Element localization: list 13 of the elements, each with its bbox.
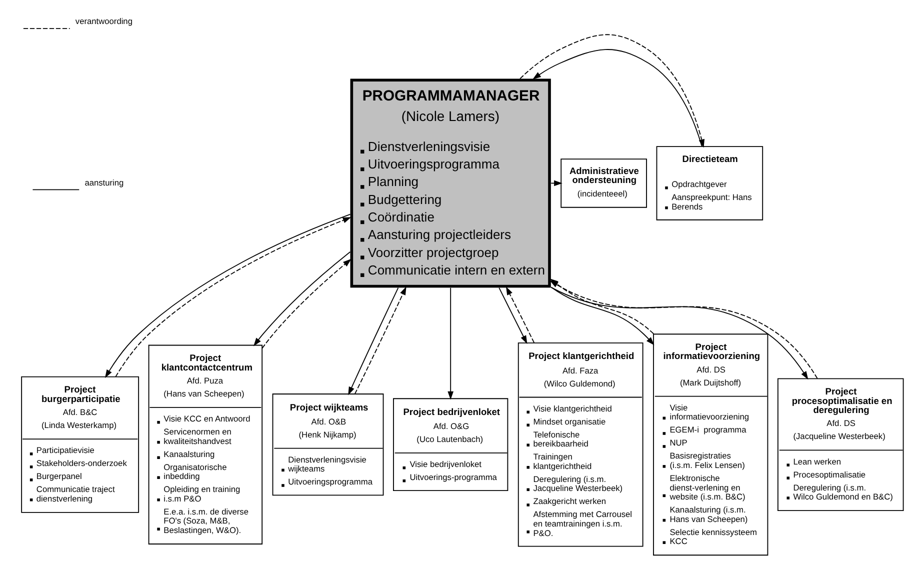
arrow [532, 49, 702, 147]
arrow [447, 287, 454, 400]
arrow [519, 34, 704, 148]
arrow [348, 287, 398, 396]
arrow [252, 251, 350, 346]
legend-label: verantwoording [74, 16, 132, 26]
arrow [506, 286, 534, 344]
arrow [354, 286, 406, 394]
arrow [498, 287, 527, 344]
legend-label: aansturing [84, 177, 124, 188]
arrow [550, 286, 654, 346]
arrow [550, 180, 562, 186]
arrow [261, 258, 351, 349]
